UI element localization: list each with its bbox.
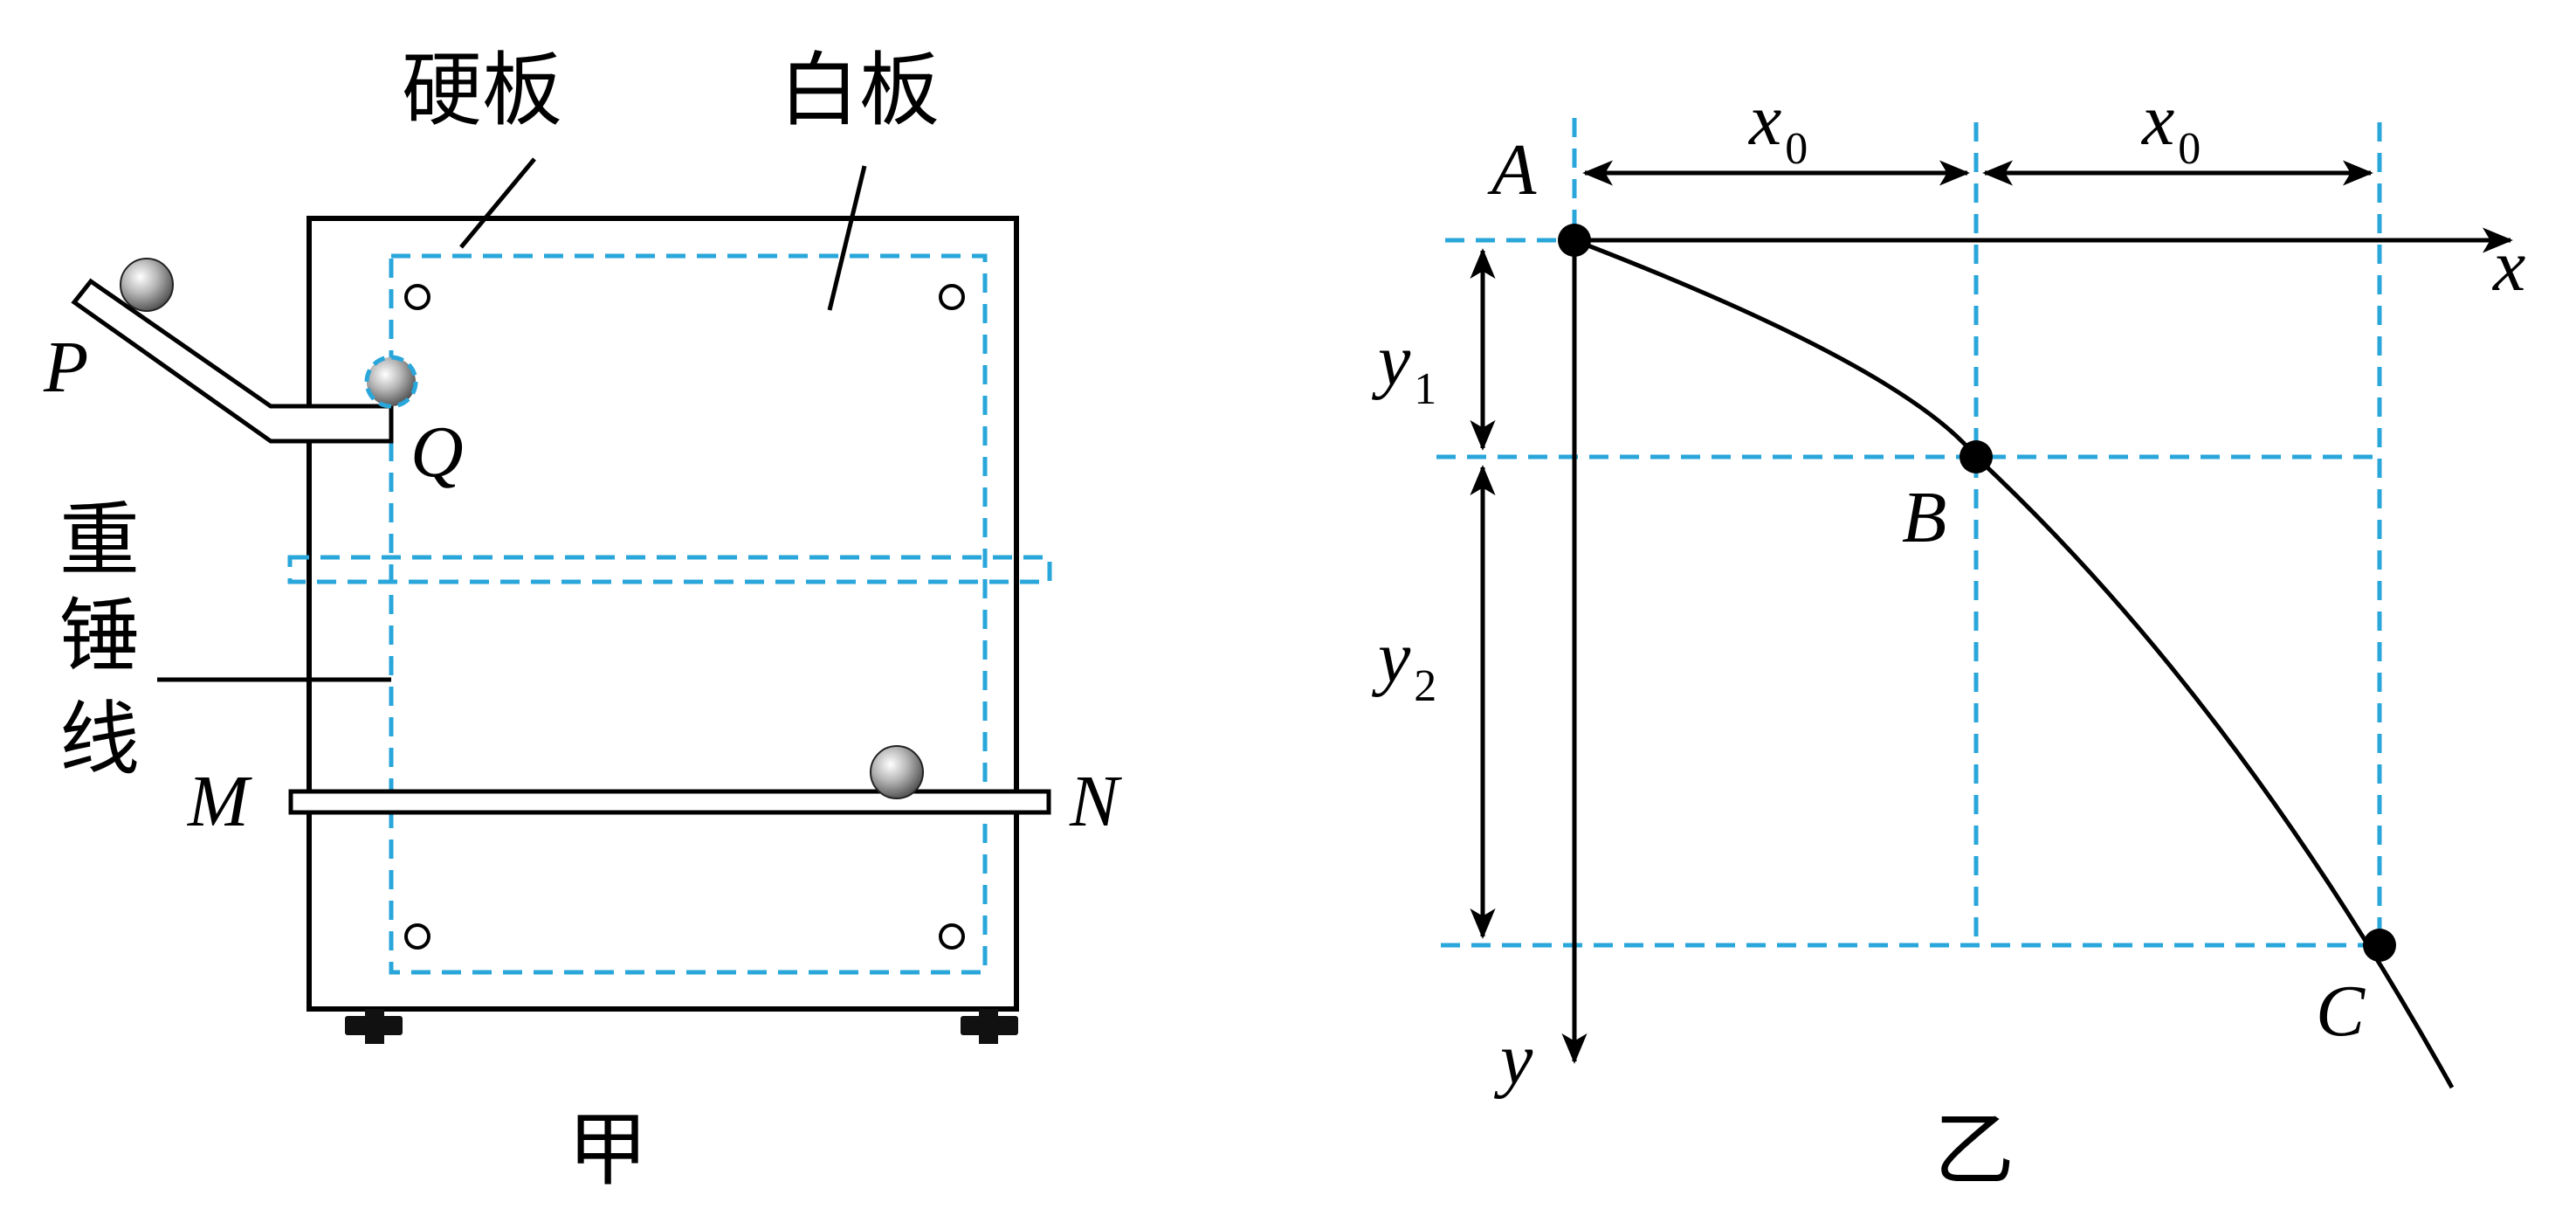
ramp-chute bbox=[71, 278, 394, 444]
label-dim-x0-left: x0 bbox=[1747, 79, 1808, 174]
label-dim-y1: y1 bbox=[1371, 320, 1436, 414]
label-C: C bbox=[2316, 971, 2366, 1052]
leader-whiteboard bbox=[827, 165, 867, 311]
label-plumb-line-3: 线 bbox=[59, 693, 140, 786]
point-B-dot bbox=[1960, 440, 1993, 473]
label-A: A bbox=[1487, 129, 1537, 211]
label-N: N bbox=[1069, 761, 1122, 842]
caption-jia: 甲 bbox=[568, 1103, 648, 1197]
board-feet bbox=[345, 1009, 1018, 1044]
paper-pins bbox=[404, 284, 965, 950]
label-dim-x0-right: x0 bbox=[2140, 79, 2201, 174]
point-A-dot bbox=[1558, 224, 1591, 257]
caption-yi: 乙 bbox=[1934, 1103, 2015, 1197]
trajectory-curve bbox=[1574, 238, 2455, 1089]
label-axis-x: x bbox=[2491, 225, 2525, 307]
hardboard bbox=[307, 216, 1019, 1012]
ball-on-rod bbox=[870, 745, 924, 799]
label-dim-y2: y2 bbox=[1371, 617, 1436, 711]
label-hardboard: 硬板 bbox=[402, 44, 562, 137]
label-plumb-line-1: 重 bbox=[59, 494, 140, 587]
label-axis-y: y bbox=[1493, 1019, 1533, 1100]
label-Q: Q bbox=[410, 411, 464, 493]
label-whiteboard: 白板 bbox=[779, 44, 940, 137]
whiteboard-paper bbox=[389, 253, 988, 975]
label-plumb-line-2: 锤 bbox=[59, 590, 140, 683]
point-C-dot bbox=[2363, 929, 2396, 962]
label-P: P bbox=[43, 327, 88, 408]
label-B: B bbox=[1902, 477, 1946, 558]
label-M: M bbox=[187, 761, 252, 842]
leader-hardboard bbox=[459, 157, 536, 249]
ball-at-Q bbox=[364, 355, 418, 409]
rod-MN bbox=[288, 789, 1051, 815]
figure-jia: 硬板 白板 重 锤 线 P Q M N 甲 bbox=[43, 44, 1122, 1197]
figure-yi: A B C x y x0 x0 y1 y2 乙 bbox=[1371, 79, 2525, 1197]
ball-on-ramp bbox=[120, 258, 174, 312]
dashed-crossbar bbox=[287, 555, 1052, 584]
